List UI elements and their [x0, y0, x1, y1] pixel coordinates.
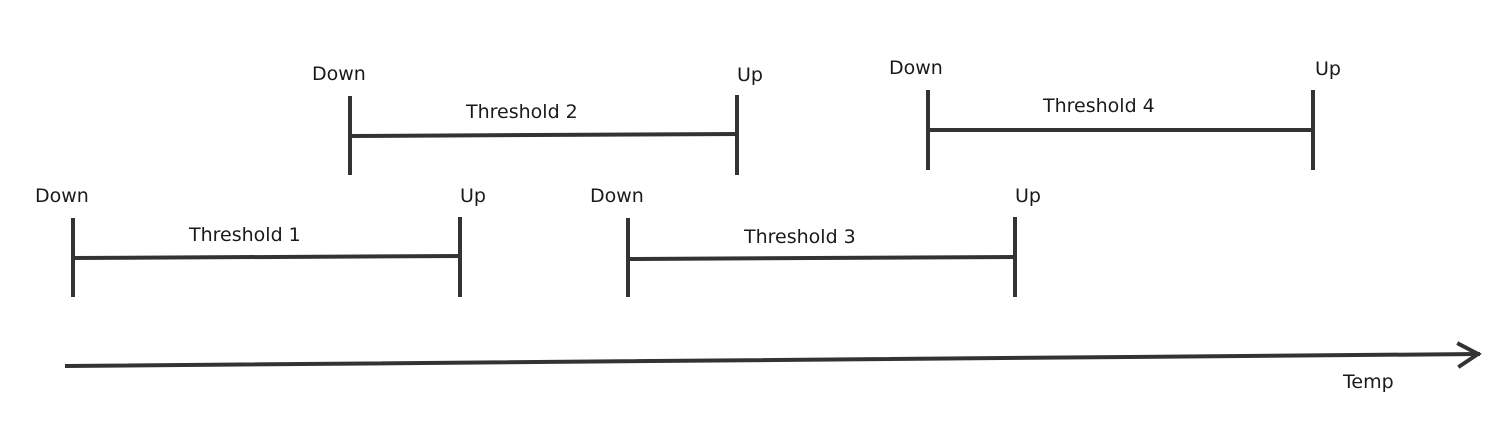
threshold-1-up-label: Up [460, 185, 486, 207]
threshold-2-name: Threshold 2 [465, 101, 578, 123]
threshold-1-name: Threshold 1 [188, 224, 301, 246]
threshold-2-down-label: Down [312, 63, 366, 85]
threshold-4: Down Up Threshold 4 [889, 57, 1341, 170]
threshold-1-bar [70, 253, 463, 261]
threshold-1: Down Up Threshold 1 [35, 185, 486, 297]
temp-axis-arrowhead [1456, 341, 1482, 369]
threshold-3-up-label: Up [1015, 185, 1041, 207]
temp-axis: Temp [64, 341, 1482, 393]
threshold-2-up-label: Up [737, 64, 763, 86]
temp-axis-label: Temp [1342, 371, 1394, 393]
threshold-2-bar [347, 131, 740, 139]
threshold-3: Down Up Threshold 3 [590, 185, 1041, 297]
threshold-2: Down Up Threshold 2 [312, 63, 763, 175]
threshold-4-up-label: Up [1315, 58, 1341, 80]
threshold-3-bar [625, 254, 1018, 262]
threshold-4-name: Threshold 4 [1042, 95, 1155, 117]
threshold-1-down-label: Down [35, 185, 89, 207]
temp-axis-line [64, 351, 1481, 369]
threshold-4-down-label: Down [889, 57, 943, 79]
threshold-3-down-label: Down [590, 185, 644, 207]
threshold-3-name: Threshold 3 [743, 226, 856, 248]
